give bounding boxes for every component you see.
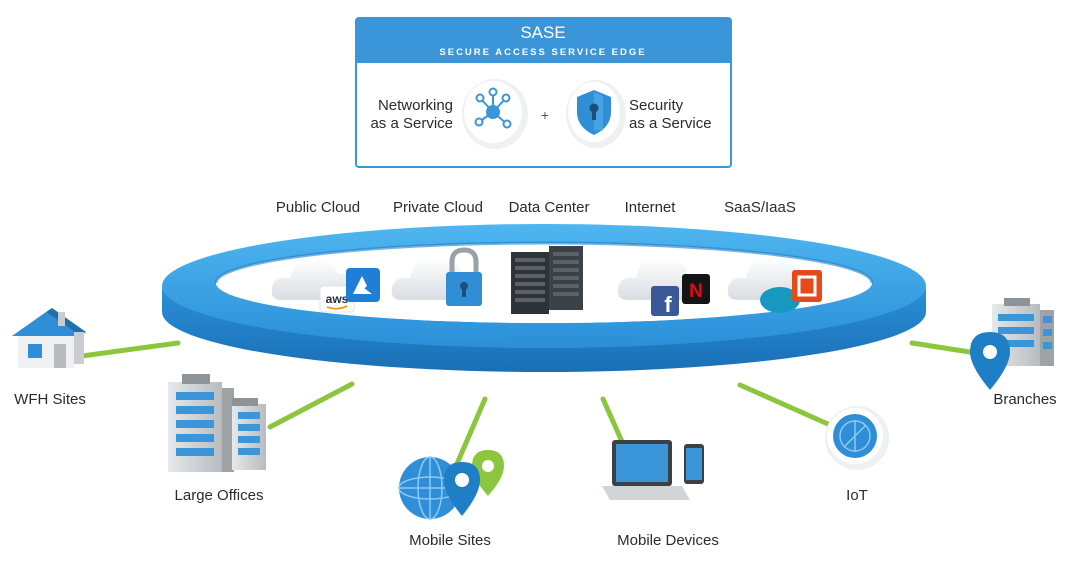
netflix-icon	[682, 274, 710, 304]
connector-branches	[909, 340, 973, 355]
label-iot: IoT	[846, 487, 868, 504]
security-shield-icon	[566, 80, 626, 148]
label-public-cloud: Public Cloud	[276, 199, 360, 216]
iot-device-icon	[825, 406, 889, 470]
networking-label-line1: Networking	[378, 97, 453, 114]
office-icon	[792, 270, 822, 302]
label-mobile-sites: Mobile Sites	[409, 532, 491, 549]
connector-large-offices	[267, 381, 355, 430]
sase-header-box: SASE SECURE ACCESS SERVICE EDGE Networki…	[355, 17, 732, 168]
label-wfh-sites: WFH Sites	[14, 391, 86, 408]
header-subtitle: SECURE ACCESS SERVICE EDGE	[439, 47, 646, 58]
laptop-phone-icon	[602, 440, 704, 500]
label-branches: Branches	[993, 391, 1056, 408]
house-icon	[12, 308, 86, 368]
label-mobile-devices: Mobile Devices	[617, 532, 719, 549]
office-buildings-icon	[168, 374, 266, 472]
label-internet: Internet	[625, 199, 677, 216]
label-data-center: Data Center	[509, 199, 590, 216]
facebook-icon	[651, 286, 679, 316]
ring-top	[162, 224, 926, 348]
security-label-line2: as a Service	[629, 115, 712, 132]
security-label-line1: Security	[629, 97, 684, 114]
private-cloud-icon	[391, 247, 482, 306]
header-banner	[357, 19, 730, 63]
label-private-cloud: Private Cloud	[393, 199, 483, 216]
connector-mobile-sites	[453, 396, 488, 469]
networking-label-line2: as a Service	[370, 115, 453, 132]
server-rack-icon	[511, 246, 583, 314]
connector-lines	[79, 340, 973, 469]
facebook-text: f	[664, 292, 672, 317]
label-large-offices: Large Offices	[175, 487, 264, 504]
plus-sign: +	[541, 107, 549, 123]
ring-side	[162, 286, 926, 372]
connector-wfh	[79, 340, 181, 359]
saas-cloud-icon	[727, 257, 822, 313]
salesforce-icon	[760, 287, 800, 313]
netflix-text: N	[689, 281, 703, 302]
branch-building-icon	[970, 298, 1054, 390]
public-cloud-icon: aws	[271, 259, 380, 313]
aws-text: aws	[326, 292, 349, 306]
label-saas-iaas: SaaS/IaaS	[724, 199, 796, 216]
header-title: SASE	[520, 23, 565, 42]
globe-location-icon	[398, 450, 504, 520]
internet-cloud-icon: f N	[617, 257, 710, 317]
network-hub-icon	[462, 79, 528, 149]
connector-iot	[737, 382, 831, 427]
